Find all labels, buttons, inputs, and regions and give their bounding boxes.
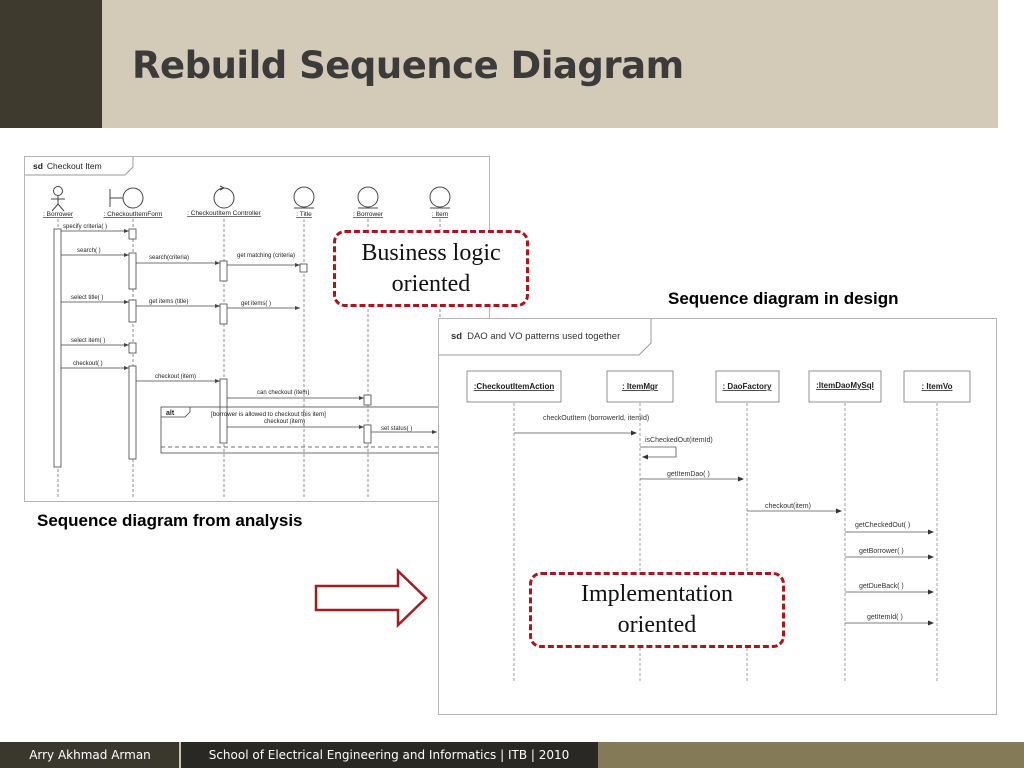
- design-frame-name: DAO and VO patterns used together: [467, 331, 620, 342]
- callout-implementation: Implementation oriented: [529, 572, 785, 648]
- callout-business-logic: Business logic oriented: [333, 230, 529, 307]
- footer-author: Arry Akhmad Arman: [0, 742, 180, 768]
- footer-divider: [179, 742, 181, 768]
- analysis-message: select title( ): [71, 295, 103, 301]
- analysis-message: search(criteria): [149, 255, 189, 261]
- design-lifeline-label: : DaoFactory: [723, 382, 772, 391]
- alt-fragment-keyword: alt: [166, 410, 175, 417]
- control-icon: [213, 185, 235, 209]
- design-message: getBorrower( ): [859, 548, 904, 555]
- analysis-message: can checkout (item): [257, 390, 309, 396]
- design-sequence-diagram: sd DAO and VO patterns used together :Che…: [438, 318, 997, 715]
- footer-institution: School of Electrical Engineering and Inf…: [180, 742, 598, 768]
- analysis-message: checkout (item): [155, 374, 196, 380]
- analysis-frame-name: Checkout Item: [47, 161, 102, 171]
- header-dark-block: [0, 0, 102, 128]
- caption-analysis: Sequence diagram from analysis: [37, 511, 303, 530]
- design-message: checkOutItem (borrowerId, itemId): [543, 415, 649, 422]
- entity-icon: [429, 186, 451, 209]
- analysis-message: search( ): [77, 248, 101, 254]
- entity-icon: [357, 186, 379, 209]
- analysis-lifeline-label: : CheckoutItemForm: [104, 211, 163, 218]
- analysis-message: get items (title): [149, 299, 188, 305]
- analysis-message: get matching (criteria): [237, 253, 295, 259]
- analysis-message: get items( ): [241, 301, 271, 307]
- analysis-lifeline-label: : Borrower: [353, 211, 384, 218]
- analysis-message: select item( ): [71, 338, 105, 344]
- design-message: getItemId( ): [867, 614, 903, 621]
- header-edge: [998, 0, 1024, 128]
- design-message: getCheckedOut( ): [855, 522, 910, 529]
- header-banner: [102, 0, 998, 128]
- analysis-message: set status( ): [381, 426, 412, 432]
- design-message: getItemDao( ): [667, 471, 710, 478]
- analysis-frame-keyword: sd: [33, 161, 43, 171]
- analysis-message: specify criteria( ): [63, 224, 107, 230]
- callout-implementation-text: Implementation oriented: [581, 581, 733, 638]
- analysis-lifeline-label: : Item: [432, 211, 448, 218]
- analysis-message: checkout (item): [264, 419, 305, 425]
- entity-icon: [293, 186, 315, 209]
- design-lifeline-label: :CheckoutItemAction: [474, 382, 555, 391]
- design-message: isCheckedOut(itemId): [645, 437, 713, 444]
- analysis-lifeline-label: : CheckoutItem Controller: [187, 210, 262, 217]
- design-message: getDueBack( ): [859, 583, 904, 590]
- design-lifeline-label: :ItemDaoMySql: [816, 381, 874, 390]
- design-lifeline-label: : ItemVo: [922, 382, 953, 391]
- design-frame-keyword: sd: [451, 331, 462, 342]
- caption-design: Sequence diagram in design: [668, 289, 899, 308]
- alt-fragment-guard: [borrower is allowed to checkout this it…: [211, 411, 326, 418]
- analysis-lifeline-label: : Title: [296, 211, 312, 218]
- design-message: checkout(item): [765, 503, 811, 510]
- slide-title: Rebuild Sequence Diagram: [132, 44, 684, 87]
- boundary-icon: [109, 187, 144, 209]
- design-lifeline-label: : ItemMgr: [622, 382, 658, 391]
- analysis-message: checkout( ): [73, 361, 103, 367]
- right-arrow-icon: [314, 568, 428, 628]
- callout-business-text: Business logic oriented: [361, 239, 501, 297]
- analysis-sequence-diagram: sd Checkout Item : Borrower : CheckoutIte…: [24, 156, 490, 502]
- actor-icon: [51, 186, 65, 212]
- analysis-lifeline-label: : Borrower: [43, 211, 74, 218]
